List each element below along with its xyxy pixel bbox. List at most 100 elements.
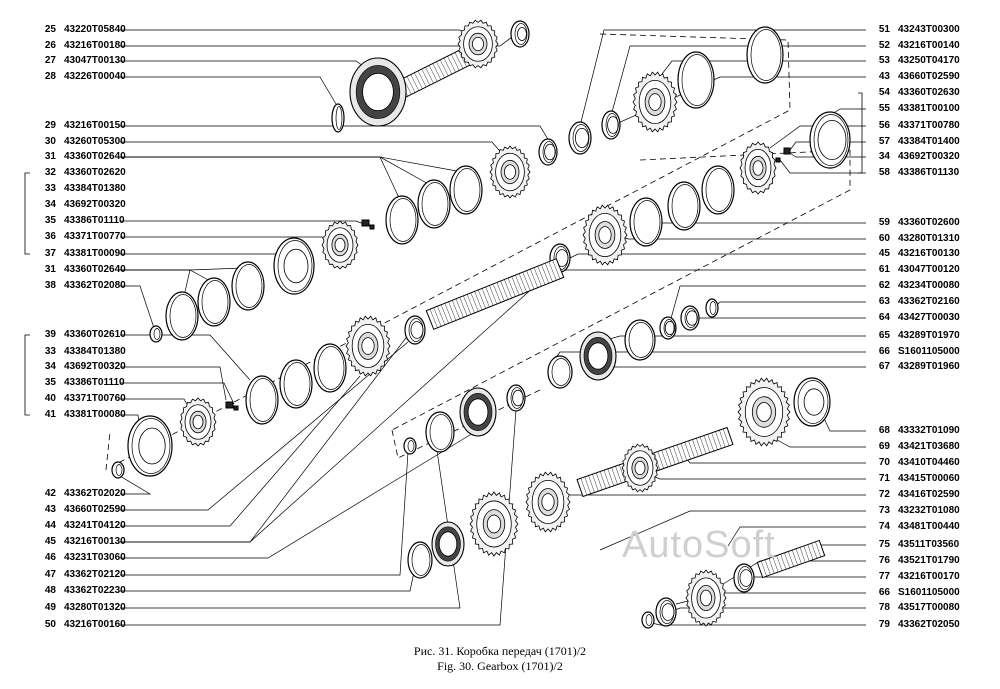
callout-number: 43 (878, 71, 890, 82)
leader-line (120, 60, 373, 73)
part-number: 43481T00440 (898, 521, 960, 532)
main-shaft-61 (425, 258, 565, 330)
callout-number: 73 (878, 505, 890, 516)
part-number: 43280T01310 (898, 233, 960, 244)
leader-line (120, 253, 283, 263)
part-number: 43692T00320 (898, 151, 960, 162)
callout-number: 34 (44, 199, 56, 210)
gear-30 (489, 145, 531, 199)
detent-34 (361, 219, 370, 227)
leader-line (647, 621, 866, 626)
part-number: 43232T01080 (898, 505, 960, 516)
parts-group (111, 19, 851, 629)
part-number: 43216T00130 (898, 248, 960, 259)
part-number: 43250T04170 (898, 55, 960, 66)
callout-number: 67 (878, 361, 890, 372)
ring-31c (231, 261, 265, 311)
part-number: 43280T01320 (64, 602, 126, 613)
leader-line (120, 76, 337, 105)
group-brackets (24, 92, 863, 416)
ring-52 (677, 51, 715, 109)
ring-78 (655, 597, 677, 627)
gear-53 (632, 71, 678, 133)
callout-number: 45 (44, 536, 56, 547)
leader-line (661, 60, 866, 75)
callout-number: 37 (44, 248, 56, 259)
gear-44 (345, 315, 391, 377)
reverse-shaft-75 (756, 539, 826, 579)
detent-34b (225, 401, 234, 409)
part-number: 43216T00160 (64, 619, 126, 630)
ring-31d (197, 277, 231, 327)
ring-62 (659, 316, 677, 340)
leader-line (120, 398, 191, 411)
snap-ring-28 (331, 103, 345, 133)
callout-number: 33 (44, 183, 56, 194)
leader-line (119, 475, 152, 495)
callout-number: 40 (44, 393, 56, 404)
bearing-68 (793, 377, 831, 427)
callout-number: 71 (878, 473, 890, 484)
part-number: 43362T02020 (64, 488, 126, 499)
callout-number: 62 (878, 280, 890, 291)
gear-69 (737, 377, 791, 447)
callout-number: 79 (878, 619, 890, 630)
group-bracket (24, 172, 30, 255)
part-number: 43289T01970 (898, 330, 960, 341)
bushing-43 (601, 110, 621, 140)
part-number: 43360T02600 (898, 217, 960, 228)
callout-number: 32 (44, 167, 56, 178)
ring-51 (746, 26, 784, 84)
axis-dash (119, 33, 791, 463)
input-gear-25 (457, 19, 499, 69)
callout-number: 57 (878, 136, 890, 147)
callout-number: 51 (878, 24, 890, 35)
leader-line (120, 156, 401, 201)
part-number: 43231T03060 (64, 552, 126, 563)
sleeve-55 (809, 111, 851, 169)
part-number: 43660T02590 (898, 71, 960, 82)
part-number: 43511T03560 (898, 539, 960, 550)
snap-42 (111, 461, 125, 479)
ring-39a (313, 343, 347, 393)
part-number: 43381T00100 (898, 103, 960, 114)
leader-line (579, 29, 866, 127)
callout-number: 50 (44, 619, 56, 630)
part-number: 43362T02160 (898, 296, 960, 307)
callout-number: 35 (44, 377, 56, 388)
callout-number: 54 (878, 87, 890, 98)
part-number: 43371T00760 (64, 393, 126, 404)
gear-73 (469, 491, 519, 557)
callout-number: 48 (44, 585, 56, 596)
callout-number: 74 (878, 521, 890, 532)
leader-line (727, 526, 866, 547)
part-number: 43362T02050 (898, 619, 960, 630)
gear-60 (582, 204, 628, 266)
callout-number: 29 (44, 120, 56, 131)
part-number: 43427T00030 (898, 312, 960, 323)
callout-number: 69 (878, 441, 890, 452)
callout-number: 35 (44, 215, 56, 226)
part-number: 43360T02610 (64, 329, 126, 340)
callout-number: 44 (44, 520, 56, 531)
ring-29 (568, 121, 592, 155)
part-number: S1601105000 (898, 346, 960, 357)
spring-35 (369, 224, 375, 230)
leader-line (120, 366, 227, 401)
part-number: 43360T02640 (64, 264, 126, 275)
part-number: 43386T01110 (64, 377, 125, 388)
part-number: 43386T01110 (64, 215, 125, 226)
part-number: 43047T00120 (898, 264, 960, 275)
ring-39c (245, 375, 279, 425)
part-number: 43410T04460 (898, 457, 960, 468)
bearing-46 (459, 387, 497, 437)
ring-39b (279, 359, 313, 409)
leader-line (120, 29, 477, 41)
part-number: 43260T05300 (64, 136, 126, 147)
ring-59 (629, 197, 663, 247)
bushing-29b (538, 138, 558, 166)
leader-line (120, 267, 245, 271)
leader-line (120, 285, 155, 329)
group-bracket (858, 92, 863, 174)
